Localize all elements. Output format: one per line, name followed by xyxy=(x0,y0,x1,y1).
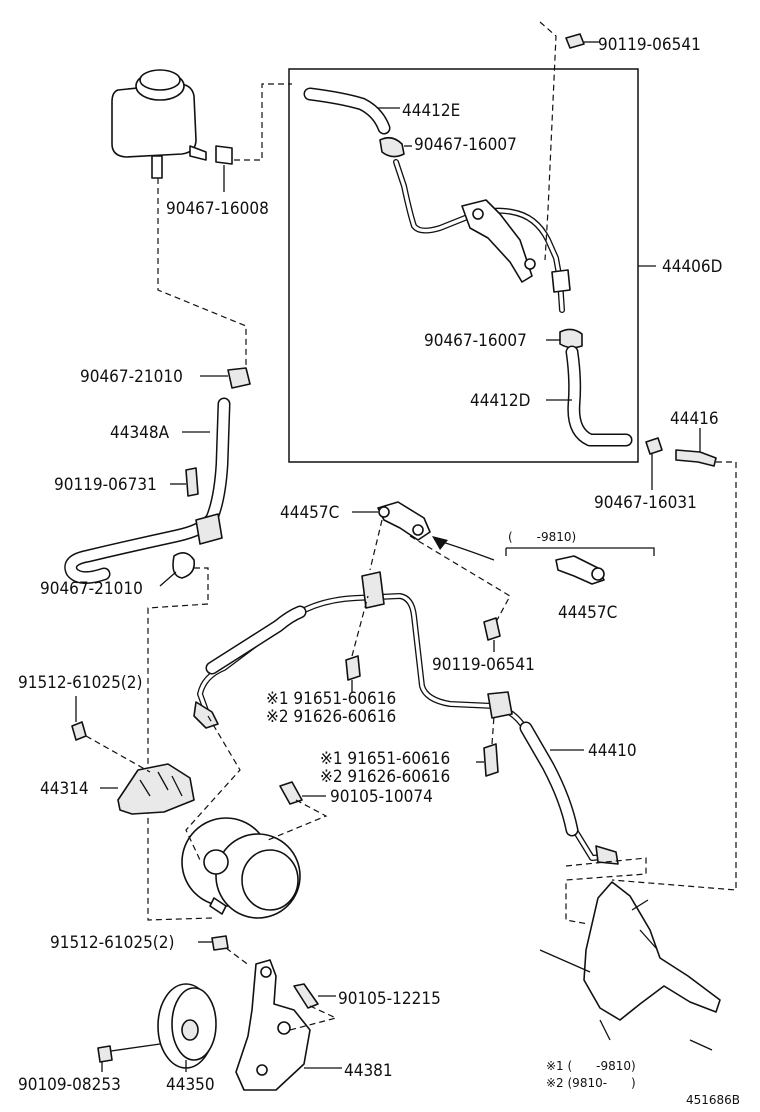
label-44416: 44416 xyxy=(670,409,719,429)
dash-tube-to-gear xyxy=(565,857,647,925)
hose-44412D xyxy=(565,345,633,447)
assembly-box-44406D xyxy=(288,68,639,463)
dash-44416-to-gear xyxy=(611,461,737,891)
bolt-91651-60616-b xyxy=(476,715,499,777)
dash-bolt-to-bracket xyxy=(539,21,557,261)
pulley-44350 xyxy=(157,983,217,1072)
hose-44348A xyxy=(64,397,231,584)
label-90105-12215: 90105-12215 xyxy=(338,989,441,1009)
label-44412D: 44412D xyxy=(470,391,530,411)
clamp-90467-16007-a xyxy=(379,136,412,158)
bracket-44381 xyxy=(235,959,311,1091)
diagram-id: 451686B xyxy=(686,1093,740,1107)
dash-tube-to-pump xyxy=(185,715,241,861)
footnote-1: ※1 ( -9810) xyxy=(546,1059,636,1073)
dash-bracket-to-tee xyxy=(369,519,383,571)
label-91651-60616-a: ※1 91651-60616 xyxy=(266,689,396,709)
bolt-90109-08253 xyxy=(97,1043,161,1072)
label-91626-60616-b: ※2 91626-60616 xyxy=(320,767,450,787)
steering-gear xyxy=(539,881,721,1051)
label-90119-06541-top: 90119-06541 xyxy=(598,35,701,55)
bolt-91651-60616-a xyxy=(345,595,369,692)
arrow-head xyxy=(432,536,448,550)
bolt-90119-06541-mid xyxy=(483,617,501,652)
bolt-90105-12215 xyxy=(289,983,338,1031)
clamp-90467-16007-b xyxy=(546,328,583,349)
vane-pump xyxy=(181,817,301,919)
pipe-assembly-44406D xyxy=(393,159,571,313)
clamp-90467-21010-b xyxy=(159,552,196,587)
clamp-90467-16031 xyxy=(645,437,663,490)
label-90467-16031: 90467-16031 xyxy=(594,493,697,513)
bracket-range-line xyxy=(506,547,655,556)
label-91626-60616-a: ※2 91626-60616 xyxy=(266,707,396,727)
dash-reservoir-to-clamp xyxy=(157,178,247,368)
bolt-90119-06731 xyxy=(170,467,199,497)
hose-44412E xyxy=(303,87,391,135)
dash-reservoir-to-44412E xyxy=(234,83,292,161)
clamp-90467-16008 xyxy=(215,145,233,192)
label-91651-60616-b: ※1 91651-60616 xyxy=(320,749,450,769)
label-90467-16007-a: 90467-16007 xyxy=(414,135,517,155)
label-44412E: 44412E xyxy=(402,101,460,121)
label-44457C-b: 44457C xyxy=(558,603,617,623)
bolt-90119-06541-top xyxy=(565,33,600,49)
label-90109-08253: 90109-08253 xyxy=(18,1075,121,1095)
label-90467-16008: 90467-16008 xyxy=(166,199,269,219)
label-44457C-a: 44457C xyxy=(280,503,339,523)
clamp-90467-21010-a xyxy=(200,367,251,389)
reservoir-tank xyxy=(111,69,207,179)
bolt-91512-61025-a xyxy=(71,696,151,773)
label-44314: 44314 xyxy=(40,779,89,799)
label-90119-06731: 90119-06731 xyxy=(54,475,157,495)
label-44381: 44381 xyxy=(344,1061,393,1081)
bolt-91512-61025-b xyxy=(198,935,251,967)
label-91512-61025-b: 91512-61025(2) xyxy=(50,933,174,953)
label-90467-16007-b: 90467-16007 xyxy=(424,331,527,351)
label-44406D: 44406D xyxy=(662,257,722,277)
footnote-2: ※2 (9810- ) xyxy=(546,1076,636,1090)
label-44410: 44410 xyxy=(588,741,637,761)
label-90467-21010-a: 90467-21010 xyxy=(80,367,183,387)
pressure-tube-44410 xyxy=(193,571,619,865)
dash-hose-to-pump xyxy=(147,567,213,921)
label-90105-10074: 90105-10074 xyxy=(330,787,433,807)
insulator-44314 xyxy=(117,763,195,815)
label-44350: 44350 xyxy=(166,1075,215,1095)
dash-bracket-to-bolt xyxy=(409,535,511,623)
label-44348A: 44348A xyxy=(110,423,170,443)
label-90119-06541-mid: 90119-06541 xyxy=(432,655,535,675)
bolt-90105-10074 xyxy=(267,781,328,841)
label-91512-61025-a: 91512-61025(2) xyxy=(18,673,142,693)
bracket-44457C-alt xyxy=(555,555,605,585)
label-bracket-range: ( -9810) xyxy=(508,530,576,544)
fitting-44416 xyxy=(675,428,717,467)
label-90467-21010-b: 90467-21010 xyxy=(40,579,143,599)
bracket-44457C xyxy=(377,501,431,541)
